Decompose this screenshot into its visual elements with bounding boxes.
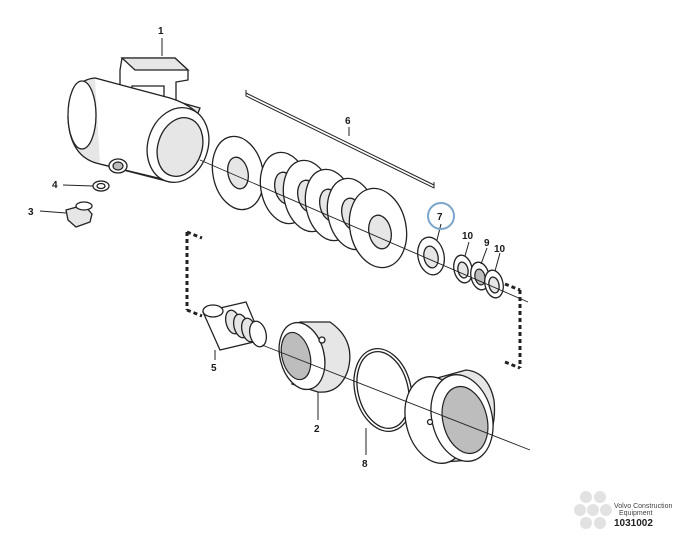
leader-7 (436, 223, 442, 241)
callout-4: 4 (52, 180, 58, 191)
callout-3: 3 (28, 207, 34, 218)
end-cap (404, 369, 496, 464)
leader-9 (480, 247, 488, 265)
callout-1: 1 (158, 26, 164, 37)
leader-10b (494, 252, 501, 272)
callout-5: 5 (211, 363, 217, 374)
piston-part-2 (278, 321, 351, 393)
callout-10-right: 10 (494, 244, 506, 255)
drawing-code: 1031002 (614, 518, 653, 529)
ring-part-10-right (484, 269, 504, 299)
callout-7-highlight-circle (427, 202, 455, 230)
callout-6: 6 (345, 116, 351, 127)
brand-line-2: Equipment (619, 510, 653, 517)
housing-part-1 (67, 57, 210, 183)
volvo-logo-icon (574, 491, 612, 529)
callout-7: 7 (437, 212, 443, 223)
assembly-frame (185, 230, 522, 370)
callout-9: 9 (484, 238, 490, 249)
callout-10-left: 10 (462, 231, 474, 242)
seal-ring-part-4 (92, 180, 110, 192)
plug-part-3 (65, 201, 93, 228)
brand-line-1: Volvo Construction (614, 503, 672, 510)
disc-stack-part-6 (211, 135, 408, 269)
leader-4 (62, 184, 94, 187)
callout-2: 2 (314, 424, 320, 435)
brand-watermark: Volvo Construction Equipment 1031002 (574, 491, 672, 529)
ring-part-7 (417, 236, 445, 276)
leader-3 (39, 210, 67, 214)
o-ring-part-8 (353, 348, 413, 432)
callout-8: 8 (362, 459, 368, 470)
leader-10a (464, 241, 470, 257)
shaft-part-5 (202, 301, 268, 351)
